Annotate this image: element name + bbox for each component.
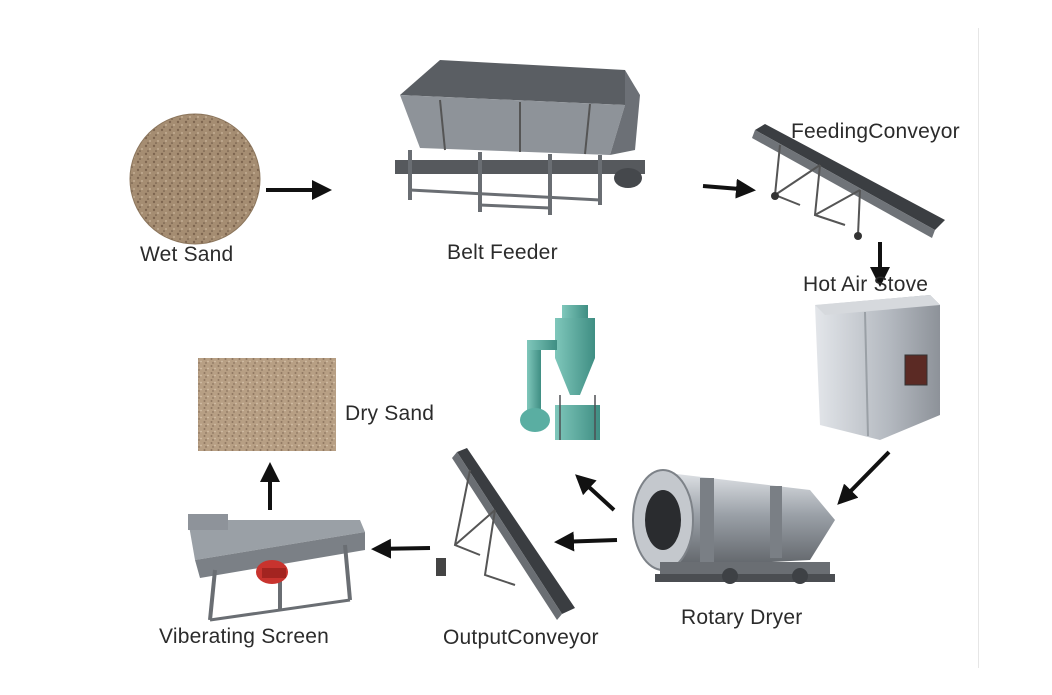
arrow-rotary-dryer-to-cyclone	[575, 474, 616, 512]
label-output-conveyor: OutputConveyor	[443, 626, 599, 649]
label-feeding-conveyor: FeedingConveyor	[791, 120, 960, 143]
arrow-belt-feeder-to-feeding-conveyor	[702, 178, 756, 199]
label-rotary-dryer: Rotary Dryer	[681, 606, 803, 629]
arrow-hot-air-stove-to-rotary-dryer	[837, 450, 891, 505]
output-conveyor-image	[436, 448, 575, 620]
label-vibrating-screen: Viberating Screen	[159, 625, 329, 648]
rotary-dryer-image	[632, 469, 835, 584]
label-dry-sand: Dry Sand	[345, 402, 435, 425]
wet-sand-image	[129, 113, 261, 245]
hot-air-stove-image	[815, 295, 940, 440]
frame-divider	[978, 28, 979, 668]
vibrating-screen-image	[188, 514, 365, 622]
arrow-output-conveyor-to-vibrating-screen	[371, 538, 431, 559]
label-belt-feeder: Belt Feeder	[447, 241, 558, 264]
label-hot-air-stove: Hot Air Stove	[803, 273, 929, 296]
arrow-rotary-dryer-to-output-conveyor	[554, 531, 618, 552]
label-wet-sand: Wet Sand	[140, 243, 234, 266]
belt-feeder-image	[395, 60, 645, 215]
dry-sand-image	[198, 358, 336, 451]
feeding-conveyor-image	[752, 124, 945, 240]
cyclone-dust-collector-image	[520, 305, 600, 440]
